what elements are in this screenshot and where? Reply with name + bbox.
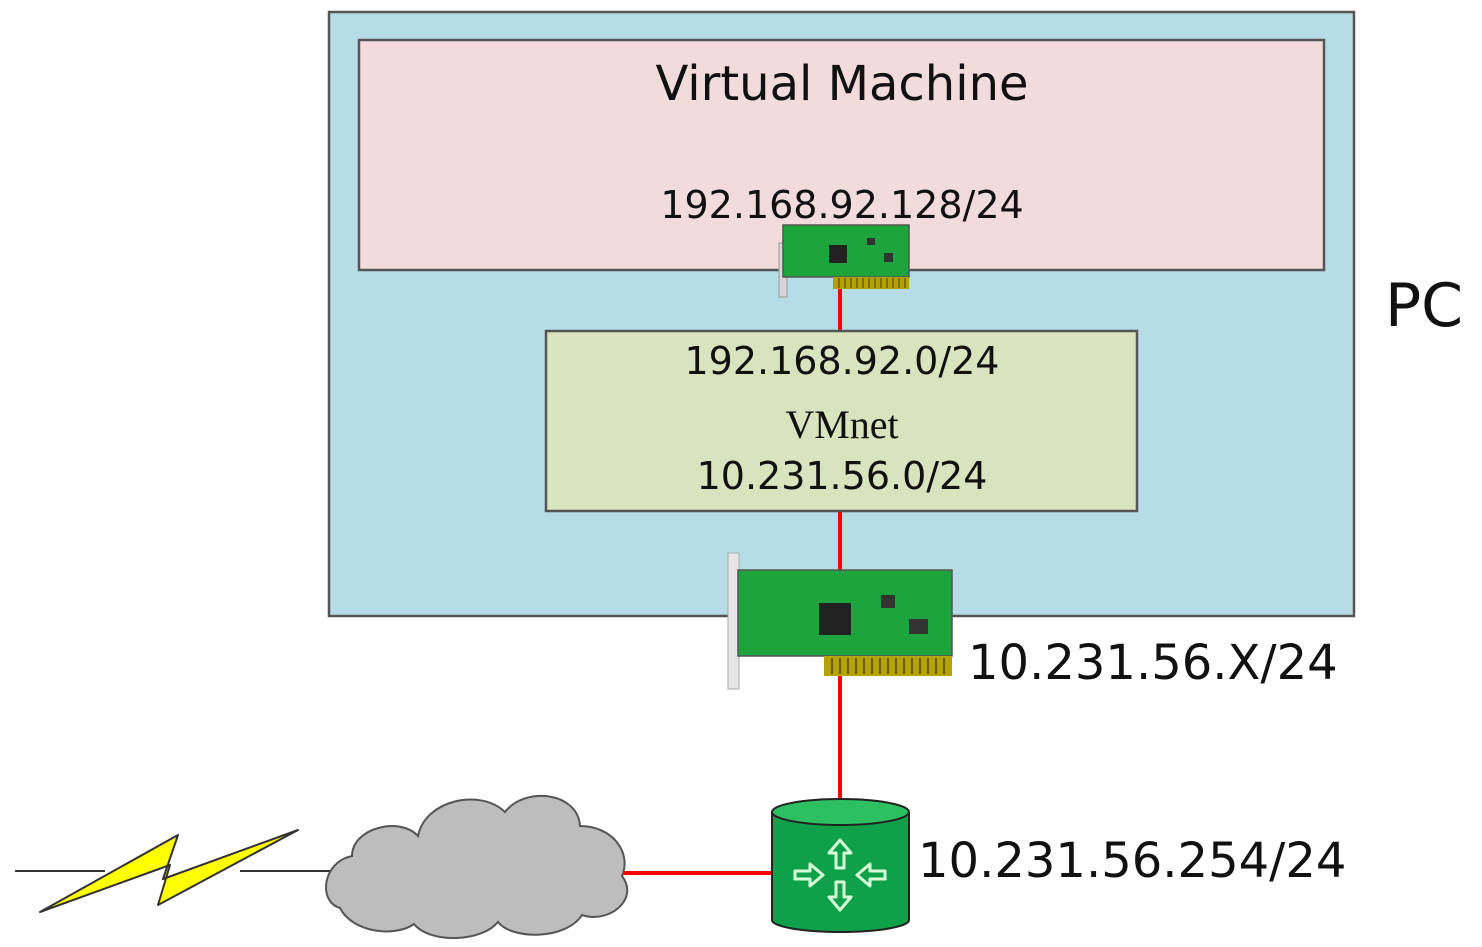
lightning-bolt-icon — [39, 829, 299, 913]
vmnet-name: VMnet — [785, 402, 898, 447]
router-ip: 10.231.56.254/24 — [918, 833, 1346, 889]
cloud-icon — [325, 795, 629, 940]
vm-nic-icon — [778, 224, 910, 298]
pc-label: PC — [1385, 271, 1463, 341]
vmnet-box — [544, 329, 1139, 513]
host-nic-icon — [727, 552, 953, 690]
vmnet-subnet-bottom: 10.231.56.0/24 — [697, 454, 988, 498]
vmnet-subnet-top: 192.168.92.0/24 — [685, 339, 1000, 383]
wan-link — [15, 829, 332, 913]
virtual-machine-ip: 192.168.92.128/24 — [660, 183, 1023, 227]
host-nic-ip: 10.231.56.X/24 — [968, 635, 1338, 691]
virtual-machine-title: Virtual Machine — [655, 56, 1028, 112]
router-icon — [771, 798, 910, 933]
